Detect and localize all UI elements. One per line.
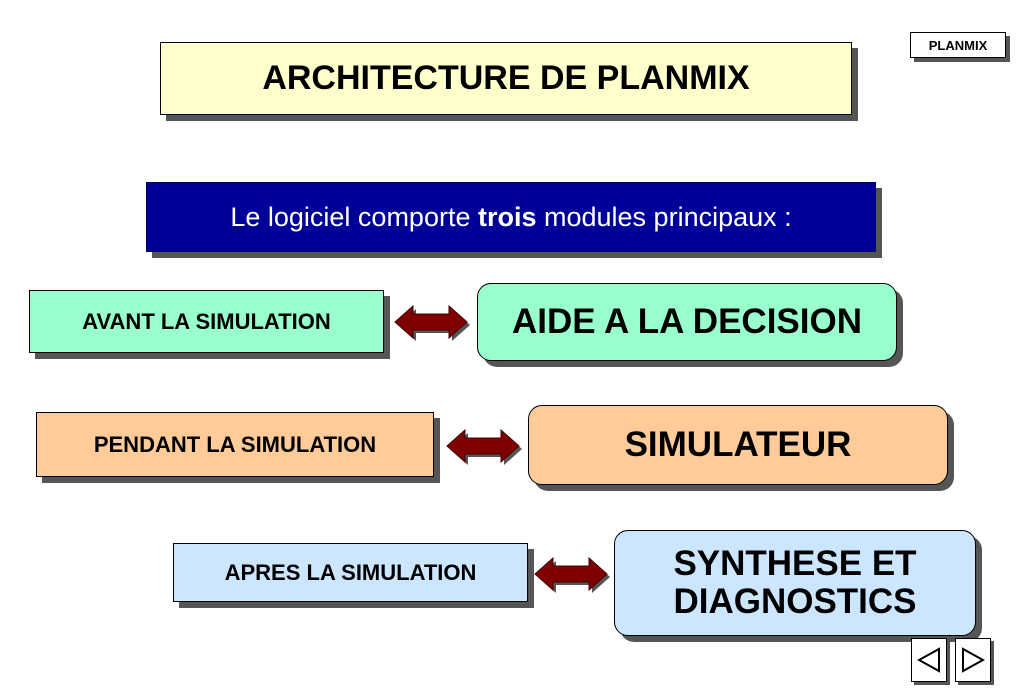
phase-during-simulation: PENDANT LA SIMULATION: [36, 412, 434, 477]
next-slide-button[interactable]: [955, 638, 991, 682]
double-arrow-icon: [446, 428, 522, 465]
planmix-badge: PLANMIX: [910, 32, 1006, 58]
module-line-1: SYNTHESE ET: [673, 543, 917, 583]
previous-slide-button[interactable]: [911, 638, 947, 682]
double-arrow-icon: [534, 556, 610, 593]
subtitle-text-bold: trois: [477, 201, 537, 232]
subtitle-banner: Le logiciel comporte trois modules princ…: [146, 182, 876, 252]
subtitle-text-before: Le logiciel comporte: [230, 201, 478, 232]
subtitle-text-after: modules principaux :: [536, 201, 792, 232]
next-triangle-icon: [962, 647, 985, 673]
module-simulateur: SIMULATEUR: [528, 405, 948, 485]
module-aide-decision: AIDE A LA DECISION: [477, 283, 897, 361]
module-line-2: DIAGNOSTICS: [673, 582, 917, 621]
module-synthese-diagnostics: SYNTHESE ET DIAGNOSTICS: [614, 530, 976, 636]
page-title: ARCHITECTURE DE PLANMIX: [160, 42, 852, 115]
phase-before-simulation: AVANT LA SIMULATION: [29, 290, 384, 353]
double-arrow-icon: [394, 304, 470, 341]
previous-triangle-icon: [917, 647, 940, 673]
phase-after-simulation: APRES LA SIMULATION: [173, 543, 528, 602]
